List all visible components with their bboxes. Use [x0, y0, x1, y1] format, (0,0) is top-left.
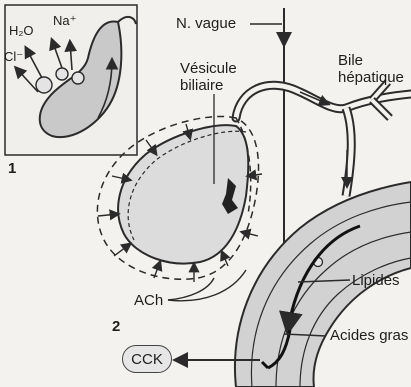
label-acetylcholine: ACh	[134, 292, 163, 309]
cck-badge: CCK	[122, 345, 172, 373]
bile-ducts	[236, 82, 411, 196]
label-gallbladder-line1: Vésicule	[180, 60, 237, 77]
label-water: H₂O	[9, 22, 34, 39]
label-hepatic-bile-line1: Bile	[338, 52, 363, 69]
panel-number-1: 1	[8, 160, 16, 177]
label-vagus-nerve: N. vague	[176, 15, 236, 32]
ach-pointers	[168, 270, 246, 301]
panel-number-2: 2	[112, 318, 120, 335]
inset-cell-2	[56, 68, 68, 80]
label-chloride: Cl⁻	[4, 48, 23, 65]
inset-cell-1	[36, 77, 52, 93]
inset-cell-3	[72, 72, 84, 84]
label-gallbladder-line2: biliaire	[180, 77, 223, 94]
label-sodium: Na⁺	[53, 12, 76, 29]
label-lipids: Lipides	[352, 272, 400, 289]
label-fatty-acids: Acides gras	[330, 327, 408, 344]
label-hepatic-bile-line2: hépatique	[338, 69, 404, 86]
